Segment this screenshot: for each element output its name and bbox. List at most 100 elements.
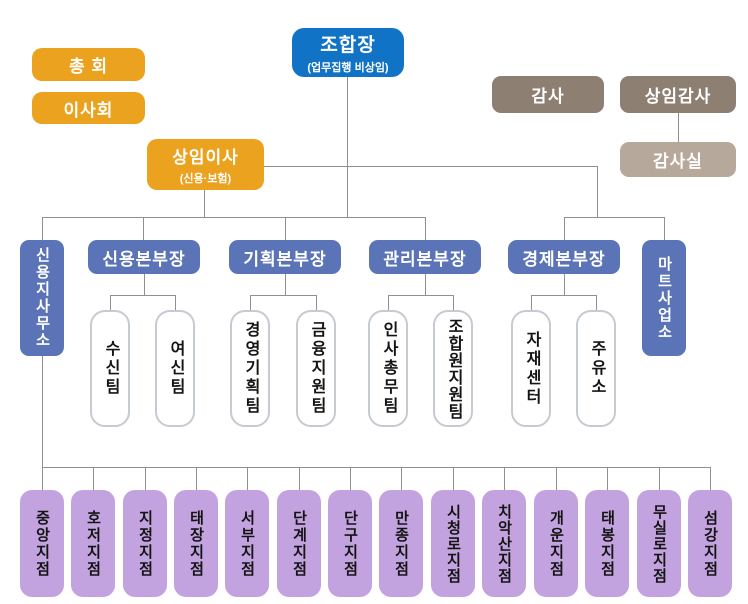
node-branch-7-label: 단구지점 <box>341 509 359 578</box>
connector-g3-d1 <box>388 295 389 310</box>
connector-g3-h <box>388 295 453 296</box>
connector-auditor-down <box>678 113 679 142</box>
node-branch-11-label: 개운지점 <box>547 509 565 578</box>
connector-g3-d2 <box>453 295 454 310</box>
node-team-gas-station-label: 주유소 <box>588 340 605 397</box>
connector-branch-drop-4 <box>196 467 197 490</box>
node-branch-7: 단구지점 <box>328 490 372 597</box>
connector-branch-drop-7 <box>350 467 351 490</box>
node-standing-auditor: 상임감사 <box>620 76 736 113</box>
node-general-assembly-label: 총 회 <box>68 57 108 76</box>
node-branch-2: 호저지점 <box>71 490 115 597</box>
connector-chairman-down <box>347 77 348 217</box>
connector-g1-d1 <box>110 295 111 310</box>
connector-g4-h <box>531 295 596 296</box>
node-branch-1: 중앙지점 <box>20 490 64 597</box>
node-branch-10: 치악산지점 <box>482 490 526 597</box>
node-branch-2-label: 호저지점 <box>84 509 102 578</box>
node-branch-6-label: 단계지점 <box>290 509 308 578</box>
node-auditor-label: 감사 <box>531 87 565 106</box>
node-division-economy: 경제본부장 <box>508 240 620 274</box>
node-team-loan: 여신팀 <box>155 310 195 427</box>
node-team-materials-center-label: 자재센터 <box>523 330 540 407</box>
node-credit-branch-office: 신용지사무소 <box>20 240 64 356</box>
node-team-management-planning-label: 경영기획팀 <box>242 321 259 416</box>
connector-drop-credit-office <box>42 217 43 240</box>
node-audit-office-label: 감사실 <box>653 152 703 171</box>
connector-branch-drop-13 <box>659 467 660 490</box>
node-chairman-label: 조합장 <box>320 35 376 56</box>
node-standing-director: 상임이사 (신용·보험) <box>147 139 264 190</box>
node-branch-3-label: 지정지점 <box>136 509 154 578</box>
node-division-admin: 관리본부장 <box>369 240 481 274</box>
node-division-admin-label: 관리본부장 <box>383 249 467 269</box>
node-team-loan-label: 여신팀 <box>167 340 184 397</box>
connector-branch-drop-9 <box>453 467 454 490</box>
node-division-planning: 기획본부장 <box>229 240 341 274</box>
connector-branch-drop-14 <box>710 467 711 490</box>
node-branch-9: 시청로지점 <box>431 490 475 597</box>
node-chairman-sublabel: (업무집행 비상임) <box>307 62 389 74</box>
connector-credit-office-down <box>42 356 43 467</box>
node-mart-business-office: 마트사업소 <box>642 240 686 356</box>
node-branch-12-label: 태봉지점 <box>598 509 616 578</box>
node-team-finance-support: 금융지원팀 <box>296 310 336 427</box>
connector-bus-right <box>564 217 664 218</box>
node-branch-6: 단계지점 <box>277 490 321 597</box>
node-branch-10-label: 치악산지점 <box>495 503 513 584</box>
connector-branch-drop-5 <box>247 467 248 490</box>
node-auditor: 감사 <box>492 76 604 113</box>
node-branch-11: 개운지점 <box>534 490 578 597</box>
connector-bus-left <box>42 217 425 218</box>
node-chairman: 조합장 (업무집행 비상임) <box>292 28 404 77</box>
node-team-hr-general-affairs-label: 인사총무팀 <box>380 321 397 416</box>
node-branch-13: 무실로지점 <box>637 490 681 597</box>
connector-drop-economy-div <box>564 217 565 240</box>
node-credit-branch-office-label: 신용지사무소 <box>33 247 51 349</box>
node-team-deposit-label: 수신팀 <box>102 340 119 397</box>
connector-branch-drop-8 <box>401 467 402 490</box>
connector-drop-credit-div <box>143 217 144 240</box>
node-division-credit-label: 신용본부장 <box>102 249 186 269</box>
connector-branch-drop-10 <box>504 467 505 490</box>
node-standing-auditor-label: 상임감사 <box>644 87 712 106</box>
node-team-materials-center: 자재센터 <box>511 310 551 427</box>
node-team-hr-general-affairs: 인사총무팀 <box>368 310 408 427</box>
node-branch-3: 지정지점 <box>123 490 167 597</box>
node-team-member-support-label: 조합원지원팀 <box>445 317 462 420</box>
connector-g2-v <box>285 274 286 295</box>
connector-branch-drop-11 <box>556 467 557 490</box>
node-team-management-planning: 경영기획팀 <box>230 310 270 427</box>
connector-branch-drop-2 <box>93 467 94 490</box>
node-branch-8: 만종지점 <box>379 490 423 597</box>
node-branch-14-label: 섬강지점 <box>701 509 719 578</box>
node-division-economy-label: 경제본부장 <box>522 249 606 269</box>
node-branch-5-label: 서부지점 <box>238 509 256 578</box>
connector-g4-d1 <box>531 295 532 310</box>
connector-branch-drop-3 <box>145 467 146 490</box>
connector-drop-planning-div <box>285 217 286 240</box>
connector-standing-director-down <box>204 190 205 217</box>
node-branch-12: 태봉지점 <box>585 490 629 597</box>
node-team-gas-station: 주유소 <box>576 310 616 427</box>
node-board-of-directors: 이사회 <box>32 92 145 124</box>
connector-g2-d1 <box>250 295 251 310</box>
node-branch-5: 서부지점 <box>225 490 269 597</box>
connector-g4-d2 <box>596 295 597 310</box>
connector-right-drop <box>597 166 598 217</box>
node-branch-1-label: 중앙지점 <box>33 509 51 578</box>
node-audit-office: 감사실 <box>620 142 736 177</box>
node-branch-13-label: 무실로지점 <box>650 503 668 584</box>
connector-upper-horizontal <box>264 166 597 167</box>
node-division-credit: 신용본부장 <box>88 240 200 274</box>
connector-g1-d2 <box>175 295 176 310</box>
connector-g4-v <box>564 274 565 295</box>
node-standing-director-sublabel: (신용·보험) <box>179 173 232 185</box>
connector-branch-drop-6 <box>299 467 300 490</box>
node-standing-director-label: 상임이사 <box>172 148 239 167</box>
connector-drop-admin-div <box>425 217 426 240</box>
node-team-deposit: 수신팀 <box>90 310 130 427</box>
node-branch-4-label: 태장지점 <box>187 509 205 578</box>
connector-branch-drop-1 <box>42 467 43 490</box>
